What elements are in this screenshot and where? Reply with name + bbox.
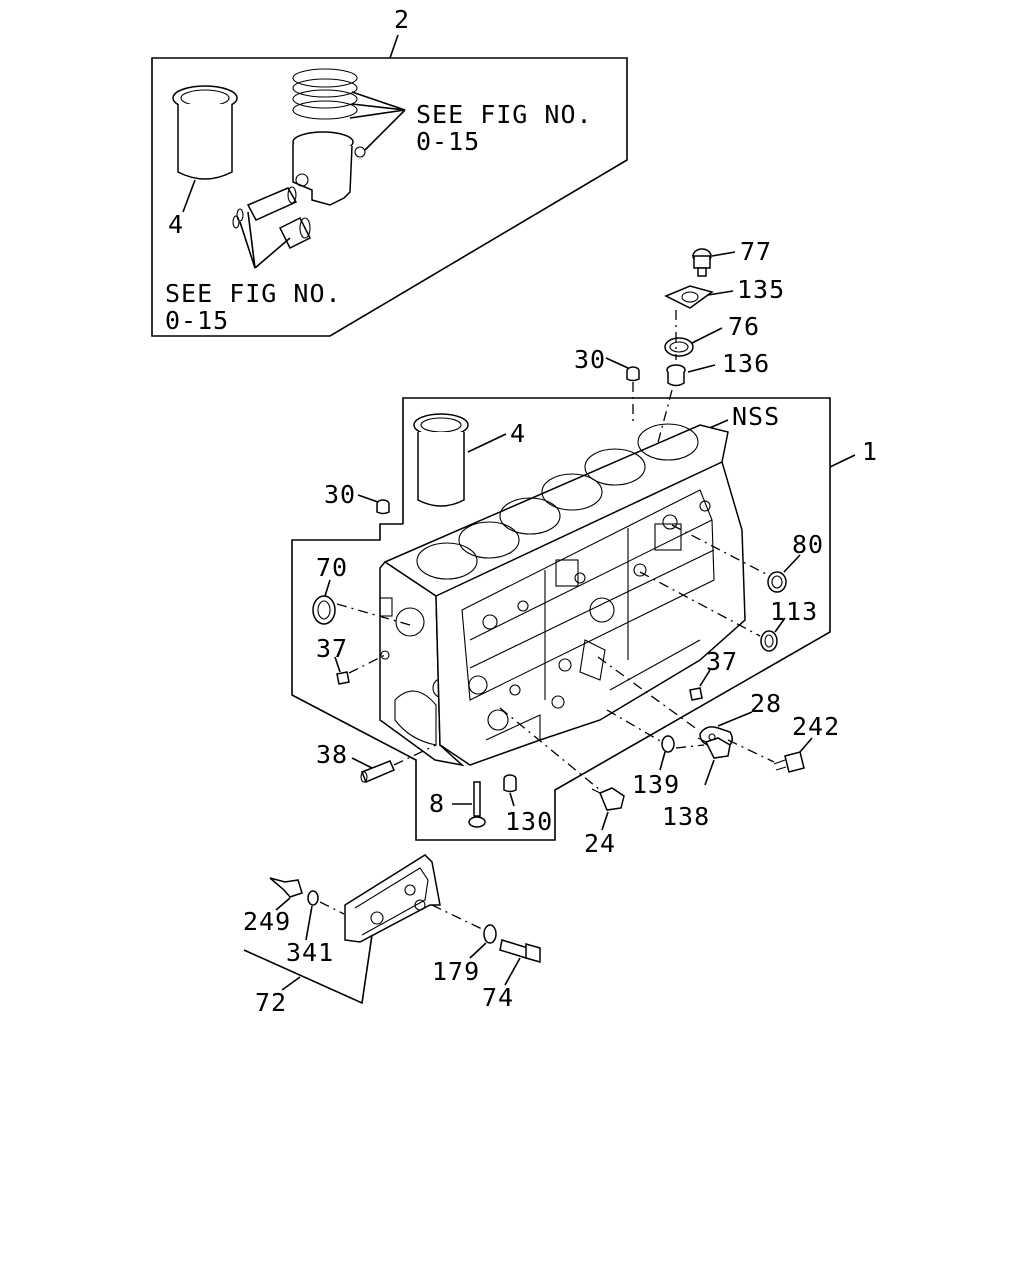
callout-130[interactable]: 130	[505, 807, 553, 836]
flange-gasket-icon	[664, 285, 714, 309]
dowel-pin-top-icon	[626, 366, 640, 382]
bolt-8-icon	[468, 781, 486, 828]
callout-70[interactable]: 70	[316, 553, 348, 582]
callout-24[interactable]: 24	[584, 829, 616, 858]
cup-plug-113-icon	[760, 630, 778, 652]
callout-30-left[interactable]: 30	[324, 480, 356, 509]
callout-1[interactable]: 1	[862, 437, 878, 466]
seal-ring-70-icon	[312, 595, 336, 625]
callout-77[interactable]: 77	[740, 237, 772, 266]
callout-138[interactable]: 138	[662, 802, 710, 831]
piston-rings-icon	[292, 68, 358, 120]
callout-179[interactable]: 179	[432, 957, 480, 986]
bracket-group-72: 249 341 179 74 72	[243, 854, 541, 1017]
callout-242[interactable]: 242	[792, 712, 840, 741]
piston-pin-icon	[246, 186, 298, 221]
bracket-plate-icon	[344, 854, 441, 943]
callout-8[interactable]: 8	[429, 789, 445, 818]
see-fig-label-1-line1[interactable]: SEE FIG NO.	[416, 100, 593, 129]
dowel-38-icon	[360, 760, 395, 783]
callout-28[interactable]: 28	[750, 689, 782, 718]
see-fig-label-1-line2[interactable]: 0-15	[416, 127, 480, 156]
see-fig-label-2-line1[interactable]: SEE FIG NO.	[165, 279, 342, 308]
callout-249[interactable]: 249	[243, 907, 291, 936]
inset-group-2: 2 4	[151, 5, 628, 337]
cup-plug-80-icon	[767, 571, 787, 593]
engine-block-icon	[379, 423, 746, 767]
bolt-242-icon	[773, 751, 805, 773]
callout-nss[interactable]: NSS	[732, 402, 780, 431]
union-fitting-icon	[666, 364, 686, 387]
dowel-130-icon	[503, 774, 517, 793]
callout-80[interactable]: 80	[792, 530, 824, 559]
callout-135[interactable]: 135	[737, 275, 785, 304]
cylinder-liner-block-icon	[413, 413, 469, 507]
plug-37-left-icon	[336, 671, 350, 685]
callout-37-left[interactable]: 37	[316, 634, 348, 663]
block-group-1: 1 NSS 4 30	[291, 397, 878, 858]
plug-37-right-icon	[689, 687, 703, 701]
callout-38[interactable]: 38	[316, 740, 348, 769]
piston-icon	[292, 131, 366, 206]
block-frame	[291, 397, 831, 841]
callout-72[interactable]: 72	[255, 988, 287, 1017]
fitting-249-icon	[269, 877, 303, 898]
callout-76[interactable]: 76	[728, 312, 760, 341]
fitting-138-icon	[697, 737, 731, 759]
callout-30-top[interactable]: 30	[574, 345, 606, 374]
o-ring-179-icon	[483, 924, 497, 944]
callout-74[interactable]: 74	[482, 983, 514, 1012]
cylinder-liner-icon	[172, 85, 238, 180]
washer-341-icon	[307, 890, 319, 906]
fitting-24-icon	[591, 787, 625, 811]
callout-37-right[interactable]: 37	[706, 647, 738, 676]
top-fittings-group: 77 135 76 136 30	[574, 237, 785, 661]
callout-113[interactable]: 113	[770, 597, 818, 626]
callout-341[interactable]: 341	[286, 938, 334, 967]
bolt-74-icon	[499, 939, 541, 963]
callout-4-block[interactable]: 4	[510, 419, 526, 448]
callout-139[interactable]: 139	[632, 770, 680, 799]
callout-136[interactable]: 136	[722, 349, 770, 378]
dowel-pin-left-icon	[376, 499, 390, 515]
callout-2[interactable]: 2	[394, 5, 410, 34]
washer-139-icon	[661, 735, 675, 753]
callout-4-inset[interactable]: 4	[168, 210, 184, 239]
plug-bolt-icon	[692, 248, 712, 277]
o-ring-icon	[664, 337, 694, 357]
see-fig-label-2-line2[interactable]: 0-15	[165, 306, 229, 335]
inset-frame	[151, 57, 628, 337]
